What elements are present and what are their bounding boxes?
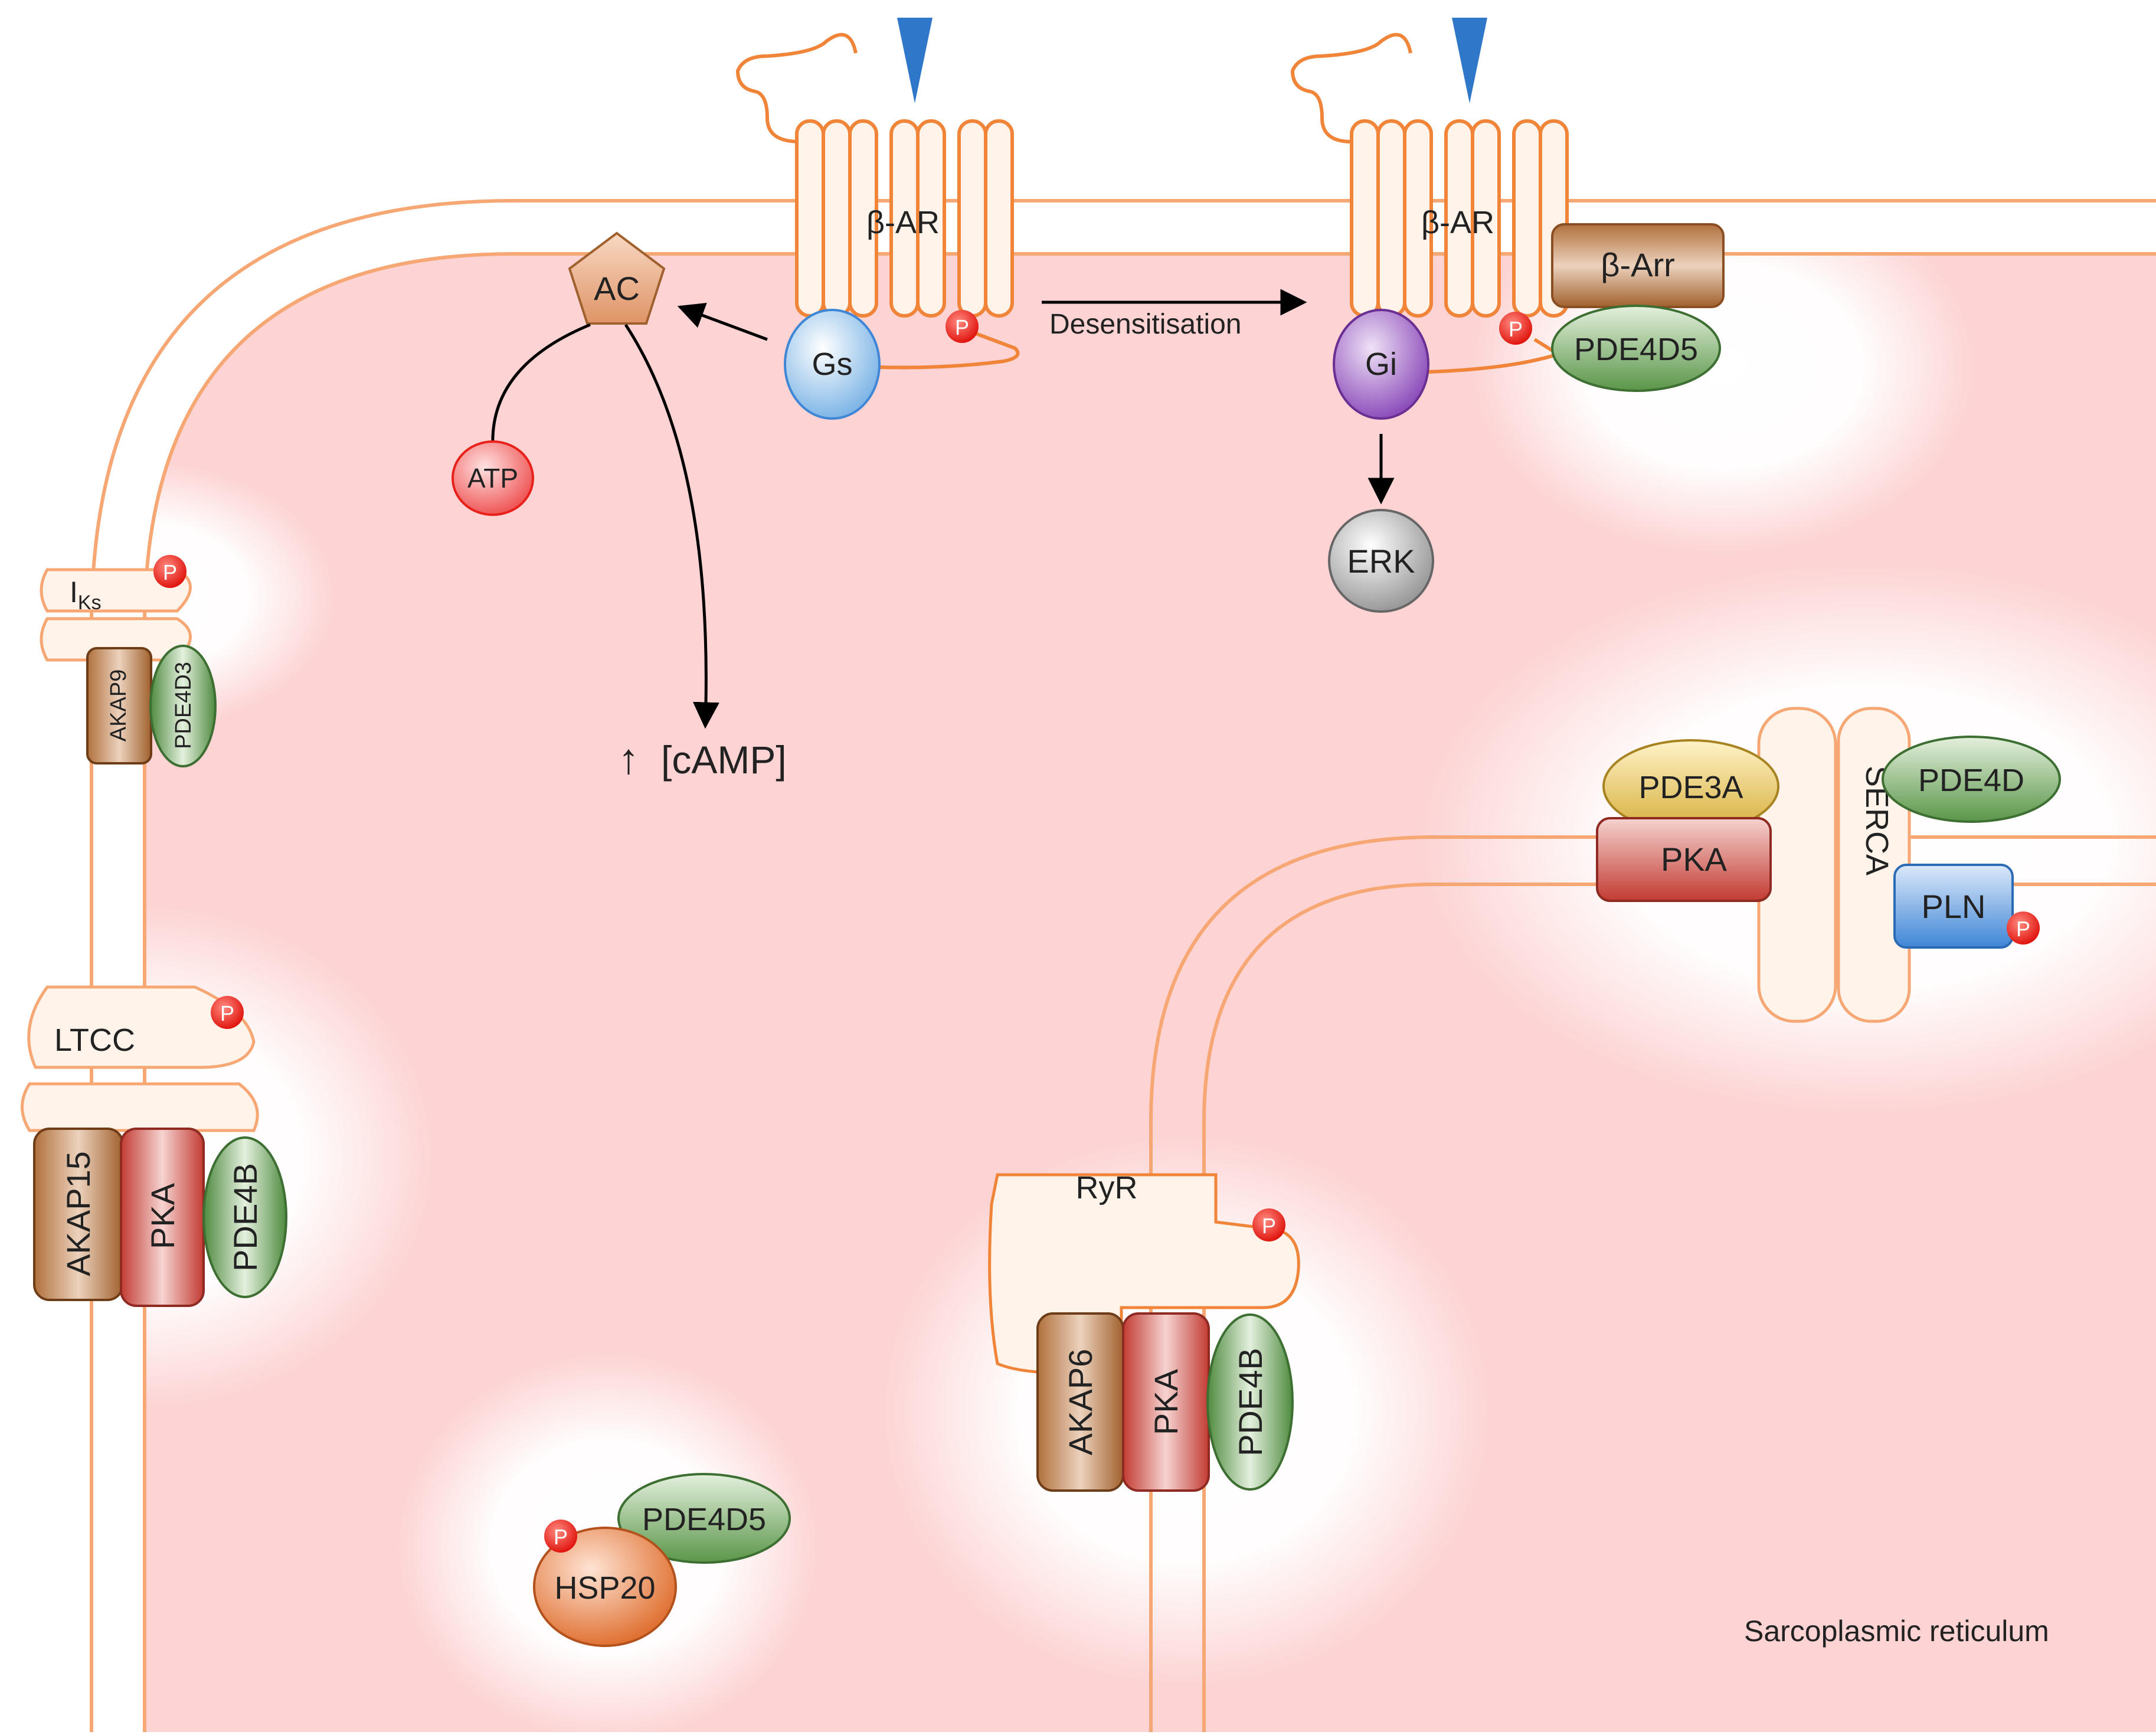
ac-to-camp-arrow: [624, 324, 719, 729]
atp-connector: [491, 323, 591, 446]
adenylyl-cyclase: AC: [568, 231, 666, 325]
pka: [1596, 817, 1772, 902]
ac-pentagon: [568, 231, 666, 325]
pde4d-label: PDE4D: [1918, 763, 2024, 798]
pde4d: [1882, 736, 2061, 823]
phospho-label: P: [1509, 317, 1523, 341]
iks-channel-upper: [40, 568, 192, 613]
phospho-icon: [544, 1520, 577, 1553]
pde4b-label: PDE4B: [1232, 1348, 1269, 1456]
pka-label: PKA: [1661, 841, 1728, 878]
iks-label-sub: Ks: [78, 592, 102, 614]
akap15-label: AKAP15: [60, 1151, 97, 1276]
akap6-label: AKAP6: [1062, 1349, 1099, 1456]
pde4d5-receptor: [1551, 305, 1721, 392]
ryr-label: RyR: [1076, 1170, 1138, 1205]
beta-arrestin-label: β-Arr: [1601, 246, 1675, 283]
receptor-c-terminus: [1428, 338, 1563, 374]
beta-ar-left: β-AR P Gs: [735, 18, 1020, 420]
pde4d5-label: PDE4D5: [642, 1502, 766, 1537]
phospho-label: P: [220, 1001, 234, 1025]
iks-label: IKs: [70, 576, 102, 614]
camp-up-arrow: ↑: [618, 736, 639, 783]
sr-membrane: [1149, 835, 2156, 1732]
pka-label: PKA: [144, 1182, 181, 1249]
atp-label: ATP: [467, 463, 518, 494]
ryr-complex: RyR P AKAP6 PKA PDE4B: [988, 1170, 1300, 1492]
beta-ar-right: β-AR β-Arr PDE4D5 P Gi: [1290, 18, 1725, 420]
receptor-c-terminus: [879, 329, 1020, 370]
pln: [1893, 864, 2014, 949]
camp-label: [cAMP]: [661, 738, 787, 782]
sarcolemma: [90, 199, 2156, 1732]
phospho-icon: [153, 555, 187, 588]
phospho-label: P: [554, 1525, 568, 1549]
receptor-n-terminus: [735, 32, 858, 143]
hsp20-label: HSP20: [554, 1570, 655, 1606]
ltcc-label: LTCC: [54, 1022, 135, 1058]
pde4b: [1206, 1313, 1294, 1491]
hsp20: [533, 1527, 677, 1647]
hsp20-complex: PDE4D5 HSP20 P: [533, 1473, 791, 1647]
phospho-icon: [1499, 312, 1532, 345]
erk-protein: [1328, 509, 1434, 613]
receptor-label: β-AR: [1421, 205, 1494, 240]
ligand-arrowhead-icon: [1452, 18, 1487, 103]
pde4d3-label: PDE4D3: [171, 662, 196, 749]
transmembrane-helices: [795, 119, 1014, 318]
ltcc-complex: LTCC P AKAP15 PKA PDE4B: [21, 985, 287, 1307]
akap9-label: AKAP9: [106, 669, 131, 742]
pde4b-label: PDE4B: [227, 1163, 264, 1272]
ltcc-channel-lower: [21, 1082, 259, 1132]
ligand-arrowhead-icon: [897, 18, 933, 103]
phospho-icon: [946, 310, 979, 343]
phospho-icon: [211, 996, 244, 1029]
pde4d5: [617, 1473, 791, 1564]
pde4d5-label: PDE4D5: [1574, 332, 1698, 367]
iks-channel-complex: IKs P AKAP9 PDE4D3: [40, 555, 217, 767]
gs-label: Gs: [812, 347, 852, 382]
receptor-label: β-AR: [866, 205, 940, 240]
pde4d3: [149, 645, 217, 767]
desensitisation-label: Desensitisation: [1049, 309, 1242, 340]
atp-molecule: [452, 440, 534, 516]
gi-protein: [1333, 309, 1429, 420]
pka-label: PKA: [1147, 1368, 1185, 1435]
pln-label: PLN: [1922, 888, 1986, 925]
phospho-label: P: [955, 315, 969, 339]
pde3a-label: PDE3A: [1638, 770, 1743, 805]
phospho-label: P: [2016, 917, 2030, 941]
iks-label-main: I: [70, 576, 78, 609]
sr-label: Sarcoplasmic reticulum: [1744, 1615, 2049, 1648]
receptor-n-terminus: [1290, 32, 1412, 143]
gs-protein: [784, 309, 881, 420]
phospho-label: P: [1262, 1214, 1276, 1238]
serca-complex: SERCA PDE3A PKA PDE4D PLN P: [1596, 707, 2061, 1023]
ac-label: AC: [594, 270, 640, 307]
erk-label: ERK: [1347, 543, 1415, 580]
pde4b: [202, 1136, 287, 1298]
gs-to-ac-arrow: [677, 303, 768, 341]
gi-label: Gi: [1365, 347, 1397, 382]
phospho-label: P: [163, 560, 177, 584]
phospho-icon: [2007, 911, 2040, 945]
phospho-icon: [1252, 1208, 1285, 1241]
